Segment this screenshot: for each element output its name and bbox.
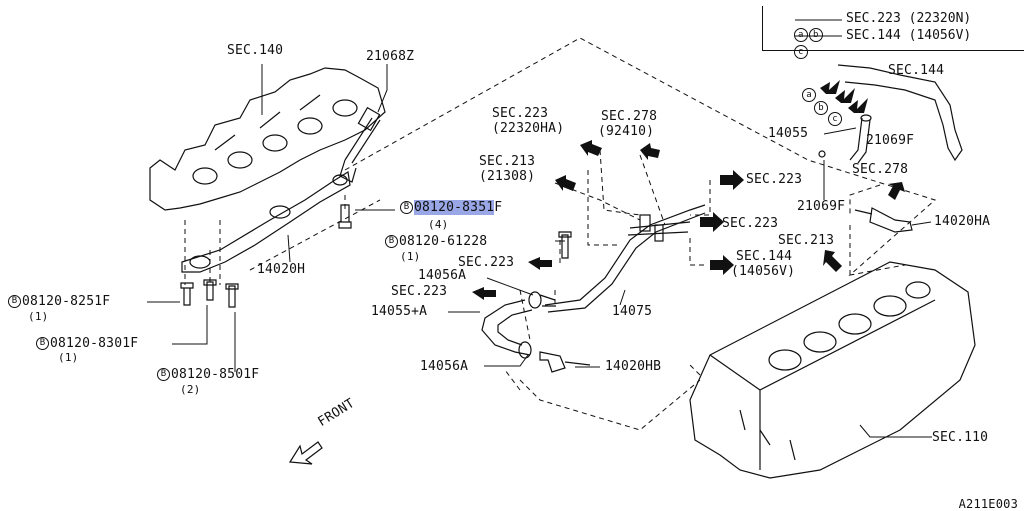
label-14056a-mid[interactable]: 14056A	[418, 268, 467, 283]
intake-manifold	[149, 67, 386, 211]
label-sec223-r1[interactable]: SEC.223	[746, 172, 803, 187]
label-14055[interactable]: 14055	[768, 126, 809, 141]
label-21069f-a[interactable]: 21069F	[866, 133, 915, 148]
label-14055a[interactable]: 14055+A	[371, 304, 428, 319]
label-21069f-b[interactable]: 21069F	[797, 199, 846, 214]
direction-arrows	[472, 80, 905, 300]
label-sec223-hose[interactable]: SEC.223	[492, 106, 549, 121]
label-sec223-r2[interactable]: SEC.223	[722, 216, 779, 231]
label-sec223-hose-sub: (22320HA)	[492, 121, 565, 136]
label-21068z[interactable]: 21068Z	[366, 49, 415, 64]
circle-mark-a: a	[802, 88, 817, 103]
bracket-14020h	[181, 171, 351, 273]
label-sec278-right[interactable]: SEC.278	[852, 162, 909, 177]
label-sec278-top[interactable]: SEC.278	[601, 109, 658, 124]
circle-mark-b: b	[814, 101, 829, 116]
label-sec213-top-sub: (21308)	[479, 169, 536, 184]
label-sec278-top-sub: (92410)	[598, 124, 655, 139]
label-14020h[interactable]: 14020H	[257, 262, 306, 277]
label-leaders	[147, 19, 932, 438]
legend-row-2: c	[778, 29, 809, 59]
legend-circle-c: c	[793, 44, 808, 59]
label-bolt-8301f-qty: (1)	[58, 351, 79, 364]
circle-mark-c: c	[828, 112, 843, 127]
label-bolt-61228-qty: (1)	[400, 250, 421, 263]
label-14075[interactable]: 14075	[612, 304, 653, 319]
legend-row-2-text: SEC.144 (14056V)	[846, 28, 972, 43]
upper-hoses	[818, 64, 963, 164]
label-sec213-top[interactable]: SEC.213	[479, 154, 536, 169]
bolts	[180, 204, 572, 308]
dashed-leader-lines	[184, 37, 936, 431]
legend-row-1-text: SEC.223 (22320N)	[846, 11, 972, 26]
label-sec213-right[interactable]: SEC.213	[778, 233, 835, 248]
label-bolt-8501f-qty: (2)	[180, 383, 201, 396]
label-bolt-8351f-qty: (4)	[428, 218, 449, 231]
label-sec144-top[interactable]: SEC.144	[888, 63, 945, 78]
front-arrow	[288, 441, 323, 465]
pipe-21068z	[339, 106, 381, 183]
label-14056a-low[interactable]: 14056A	[420, 359, 469, 374]
label-sec140[interactable]: SEC.140	[227, 43, 284, 58]
label-14020ha[interactable]: 14020HA	[934, 214, 991, 229]
part-14020ha	[854, 207, 913, 233]
tube-14075	[544, 204, 706, 313]
label-sec144-right-sub: (14056V)	[731, 264, 796, 279]
engine-block	[689, 261, 976, 479]
label-sec110[interactable]: SEC.110	[932, 430, 989, 445]
figure-code: A211E003	[958, 497, 1018, 511]
label-sec223-left[interactable]: SEC.223	[391, 284, 448, 299]
hose-assembly	[481, 291, 556, 359]
label-14020hb[interactable]: 14020HB	[605, 359, 662, 374]
label-sec223-mid[interactable]: SEC.223	[458, 255, 515, 270]
label-sec144-right[interactable]: SEC.144	[736, 249, 793, 264]
part-14020hb	[539, 351, 591, 373]
legend-circle-b: b	[808, 27, 823, 42]
label-bolt-8251f-qty: (1)	[28, 310, 49, 323]
legend-box	[762, 6, 1024, 51]
legend-circle-a: a	[793, 27, 808, 42]
